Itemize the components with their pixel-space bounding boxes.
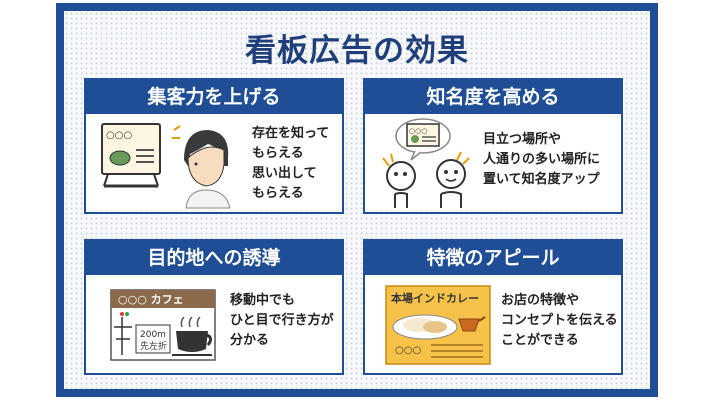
description-line: もらえる	[252, 186, 304, 201]
svg-text:○○○ カフェ: ○○○ カフェ	[118, 293, 184, 306]
page-title: 看板広告の効果	[245, 33, 469, 69]
card-heading: 知名度を高める	[365, 80, 621, 114]
svg-text:○○○: ○○○	[106, 130, 132, 141]
curry-signboard-illustration: 本場インドカレー ○○○	[385, 285, 491, 365]
card-body: ○○○ 存在を知って	[86, 114, 342, 212]
person-left-icon	[382, 153, 416, 208]
card-body: ○○○	[365, 114, 621, 212]
description-line: 思い出して	[252, 166, 317, 181]
card-body: 本場インドカレー ○○○ お店の特徴や コンセプトを伝える ことができる	[365, 275, 621, 373]
card-raise-awareness: 知名度を高める ○○○	[363, 78, 623, 214]
card-heading: 特徴のアピール	[365, 241, 621, 275]
svg-text:本場インドカレー: 本場インドカレー	[391, 291, 479, 305]
person-right-icon	[436, 151, 470, 208]
card-guide-to-destination: 目的地への誘導 ○○○ カフェ 200m 先左折	[84, 239, 344, 375]
svg-text:200m: 200m	[140, 330, 166, 340]
person-illustration	[172, 125, 231, 209]
description-line: 目立つ場所や	[483, 132, 562, 147]
description-line: コンセプトを伝える	[501, 313, 618, 328]
description-line: 移動中でも	[230, 293, 296, 308]
signboard-illustration: ○○○	[101, 123, 161, 188]
description-line: 置いて知名度アップ	[483, 172, 600, 187]
card-description: お店の特徴や コンセプトを伝える ことができる	[501, 291, 618, 351]
cafe-direction-sign-illustration: ○○○ カフェ 200m 先左折	[110, 289, 216, 361]
card-feature-appeal: 特徴のアピール 本場インドカレー ○○○ お店の特徴や	[363, 239, 623, 375]
speech-bubble-signboard-icon: ○○○	[395, 118, 451, 161]
poster-frame: 看板広告の効果 集客力を上げる ○○○	[56, 3, 658, 397]
description-line: ひと目で行き方が	[230, 313, 334, 328]
svg-text:○○○: ○○○	[395, 345, 421, 356]
description-line: 分かる	[230, 333, 270, 348]
description-line: 人通りの多い場所に	[483, 152, 601, 167]
svg-text:先左折: 先左折	[140, 340, 167, 352]
description-line: もらえる	[252, 146, 304, 161]
card-description: 存在を知って もらえる 思い出して もらえる	[252, 124, 329, 204]
card-description: 移動中でも ひと目で行き方が 分かる	[230, 291, 334, 351]
card-heading: 目的地への誘導	[86, 241, 342, 275]
card-attract-customers: 集客力を上げる ○○○	[84, 78, 344, 214]
card-heading: 集客力を上げる	[86, 80, 342, 114]
card-body: ○○○ カフェ 200m 先左折 移動中でも ひと目で行き方が	[86, 275, 342, 373]
description-line: お店の特徴や	[501, 293, 580, 308]
card-description: 目立つ場所や 人通りの多い場所に 置いて知名度アップ	[483, 130, 600, 190]
description-line: ことができる	[501, 333, 579, 348]
svg-text:○○○: ○○○	[409, 127, 427, 135]
description-line: 存在を知って	[252, 126, 330, 141]
poster-background: 看板広告の効果 集客力を上げる ○○○	[64, 11, 650, 389]
